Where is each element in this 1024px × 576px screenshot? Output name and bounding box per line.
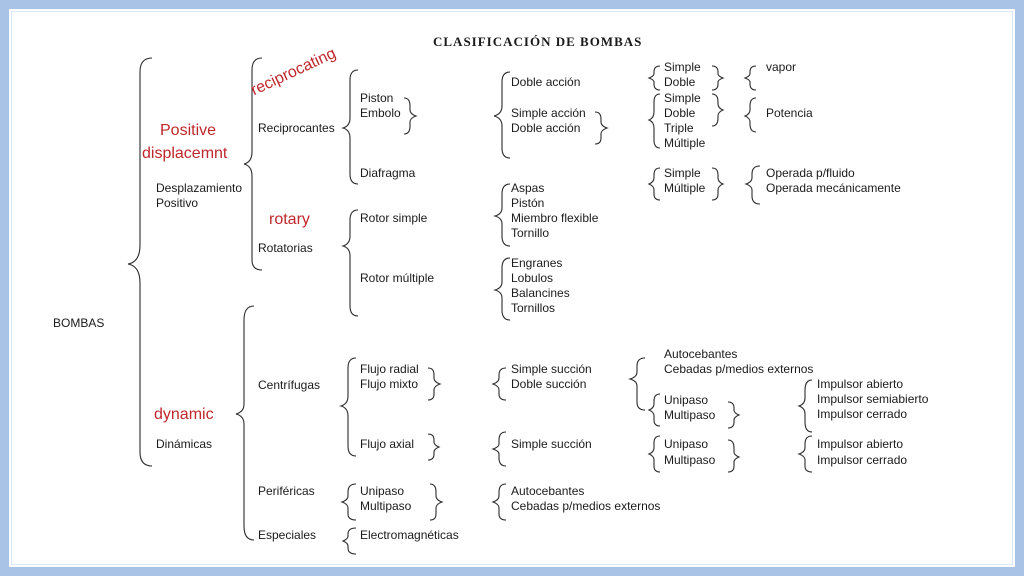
node-doble-accion-b: Doble acción — [511, 121, 581, 135]
node-rotor-simple: Rotor simple — [360, 211, 428, 225]
node-impulsor-abierto-a: Impulsor abierto — [817, 377, 904, 391]
node-flujo-radial: Flujo radial — [360, 362, 419, 376]
node-cebadas-perif: Cebadas p/medios externos — [511, 499, 661, 513]
annotation-rotary: rotary — [269, 211, 310, 228]
diagram-title: CLASIFICACIÓN DE BOMBAS — [433, 34, 643, 49]
node-multipaso-perif: Multipaso — [360, 499, 412, 513]
node-multiple-a: Múltiple — [664, 136, 706, 150]
node-doble-succion: Doble succión — [511, 377, 587, 391]
diagram-page — [11, 11, 1013, 565]
node-balancines: Balancines — [511, 286, 570, 300]
node-positivo: Positivo — [156, 196, 199, 210]
node-doble-a: Doble — [664, 75, 696, 89]
node-operada-mecanica: Operada mecánicamente — [766, 181, 901, 195]
node-miembro-flexible: Miembro flexible — [511, 211, 599, 225]
node-rotatorias: Rotatorias — [258, 241, 313, 255]
node-electromagneticas: Electromagnéticas — [360, 528, 459, 542]
node-simple-c: Simple — [664, 166, 701, 180]
node-multipaso-b: Multipaso — [664, 453, 716, 467]
node-simple-accion: Simple acción — [511, 106, 586, 120]
annotation-positive: Positive — [160, 122, 217, 139]
node-flujo-axial: Flujo axial — [360, 437, 415, 451]
node-autocebantes-perif: Autocebantes — [511, 484, 585, 498]
node-tornillos: Tornillos — [511, 301, 556, 315]
node-simple-b: Simple — [664, 91, 701, 105]
node-rotor-multiple: Rotor múltiple — [360, 271, 435, 285]
annotation-dynamic: dynamic — [154, 406, 214, 423]
node-reciprocantes: Reciprocantes — [258, 121, 335, 135]
node-impulsor-abierto-b: Impulsor abierto — [817, 437, 904, 451]
node-unipaso-a: Unipaso — [664, 393, 709, 407]
node-desplazamiento: Desplazamiento — [156, 181, 243, 195]
node-perifericas: Periféricas — [258, 484, 315, 498]
annotation-displacement: displacemnt — [142, 145, 228, 162]
node-multipaso-a: Multipaso — [664, 408, 716, 422]
node-cebadas: Cebadas p/medios externos — [664, 362, 814, 376]
node-multiple-b: Múltiple — [664, 181, 706, 195]
node-lobulos: Lobulos — [511, 271, 554, 285]
node-aspas: Aspas — [511, 181, 545, 195]
node-centrifugas: Centrífugas — [258, 378, 321, 392]
node-piston: Piston — [360, 91, 394, 105]
node-impulsor-cerrado-a: Impulsor cerrado — [817, 407, 908, 421]
node-autocebantes: Autocebantes — [664, 347, 738, 361]
node-potencia: Potencia — [766, 106, 813, 120]
node-especiales: Especiales — [258, 528, 317, 542]
node-doble-accion-a: Doble acción — [511, 75, 581, 89]
node-simple-succion-a: Simple succión — [511, 362, 592, 376]
node-simple-a: Simple — [664, 60, 701, 74]
node-operada-fluido: Operada p/fluido — [766, 166, 855, 180]
node-doble-b: Doble — [664, 106, 696, 120]
node-embolo: Embolo — [360, 106, 401, 120]
node-unipaso-b: Unipaso — [664, 437, 709, 451]
node-unipaso-perif: Unipaso — [360, 484, 405, 498]
node-piston-rot: Pistón — [511, 196, 545, 210]
node-simple-succion-b: Simple succión — [511, 437, 592, 451]
node-triple: Triple — [664, 121, 694, 135]
node-engranes: Engranes — [511, 256, 563, 270]
node-impulsor-semiabierto: Impulsor semiabierto — [817, 392, 929, 406]
node-tornillo: Tornillo — [511, 226, 550, 240]
node-dinamicas: Dinámicas — [156, 437, 213, 451]
node-diafragma: Diafragma — [360, 166, 416, 180]
node-flujo-mixto: Flujo mixto — [360, 377, 419, 391]
node-vapor: vapor — [766, 60, 797, 74]
node-bombas: BOMBAS — [53, 316, 105, 330]
node-impulsor-cerrado-b: Impulsor cerrado — [817, 453, 908, 467]
